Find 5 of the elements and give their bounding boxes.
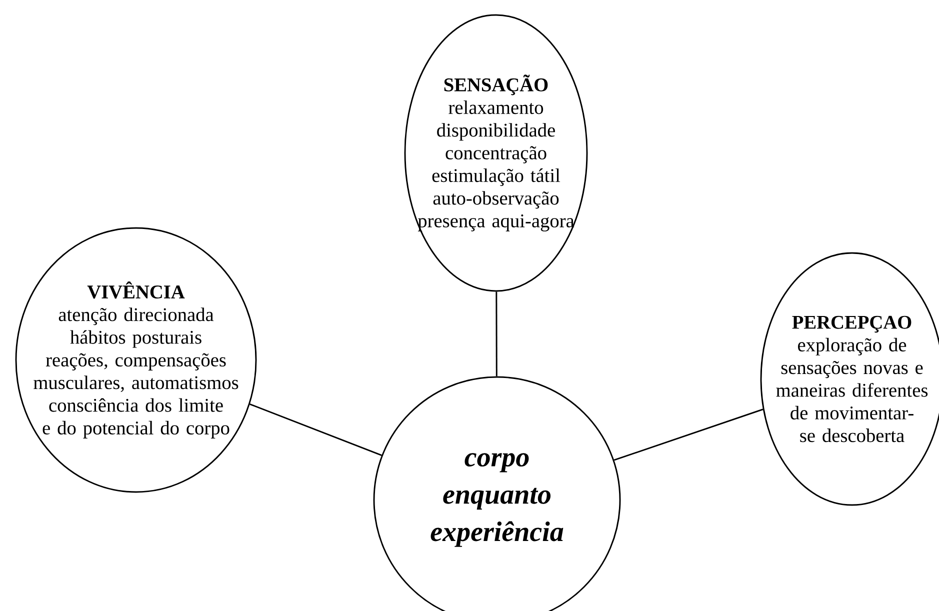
connector-line <box>496 292 498 376</box>
ellipse-node: VIVÊNCIA atenção direcionada hábitos posturais reações, compensações musculares, automatismos consciência dos limite e do potencial do corpo <box>15 227 257 493</box>
connector-line <box>250 403 382 456</box>
ellipse-node: SENSAÇÃO relaxamento disponibilidade concentração estimulação tátil auto-observação presença aqui-agora <box>404 14 588 292</box>
connector-line <box>614 408 764 461</box>
